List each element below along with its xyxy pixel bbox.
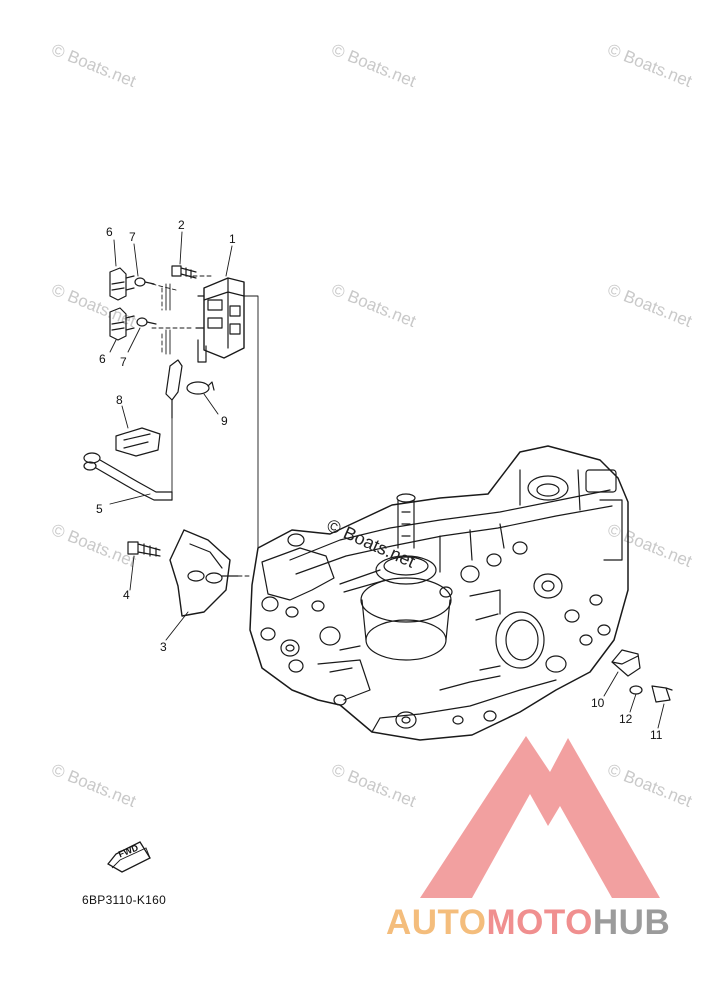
callout-3: 3 xyxy=(160,640,167,654)
callout-4: 4 xyxy=(123,588,130,602)
washer-12 xyxy=(629,685,643,695)
holder-8 xyxy=(115,427,161,457)
clamp-9 xyxy=(186,381,215,395)
callout-6-lower: 6 xyxy=(99,352,106,366)
screw-upper xyxy=(134,277,155,287)
logo-part-moto: MOTO xyxy=(486,903,593,942)
callout-5: 5 xyxy=(96,502,103,516)
diagram-code: 6BP3110-K160 xyxy=(82,893,167,907)
screw-lower xyxy=(136,317,157,327)
plug-cap-upper xyxy=(109,267,135,301)
sensor-bracket-3 xyxy=(169,529,239,617)
ignition-coil xyxy=(195,277,245,363)
callout-7-upper: 7 xyxy=(129,230,136,244)
logo-text: AUTOMOTOHUB xyxy=(386,903,670,943)
bolt-4 xyxy=(127,541,161,557)
logo-mark-icon xyxy=(420,736,660,898)
lead-wire-5 xyxy=(83,452,173,501)
bolt-11 xyxy=(651,685,673,703)
callout-9: 9 xyxy=(221,414,228,428)
callout-2: 2 xyxy=(178,218,185,232)
plug-cap-lower xyxy=(109,307,135,341)
logo-part-auto: AUTO xyxy=(386,903,487,942)
callout-11: 11 xyxy=(650,728,663,742)
callout-6-upper: 6 xyxy=(106,225,113,239)
callout-1: 1 xyxy=(229,232,236,246)
fwd-arrow-icon xyxy=(107,841,151,873)
callout-12: 12 xyxy=(619,712,633,726)
callout-7-lower: 7 xyxy=(120,355,127,369)
callout-8: 8 xyxy=(116,393,123,407)
engine-block xyxy=(249,445,629,741)
callout-10: 10 xyxy=(591,696,605,710)
logo-part-hub: HUB xyxy=(592,903,671,942)
bracket-10 xyxy=(611,649,641,677)
bolt-2 xyxy=(171,265,197,279)
